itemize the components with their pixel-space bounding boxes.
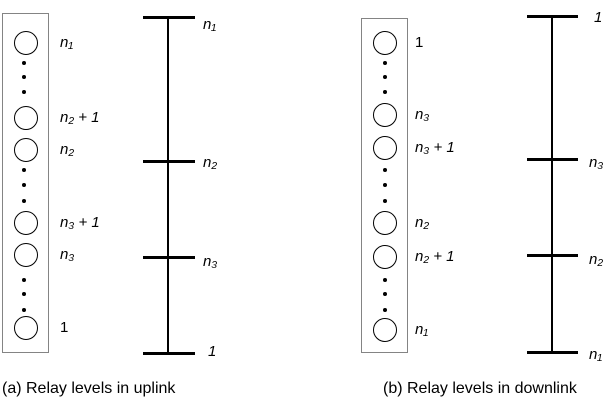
relay-node-label: n₂ + 1 [60, 109, 100, 126]
axis-tick [527, 254, 578, 257]
relay-node-circle [373, 31, 397, 55]
relay-node-circle [373, 103, 397, 127]
level-axis-line [551, 15, 553, 353]
relay-node-circle [373, 318, 397, 342]
relay-node-label: n₂ + 1 [415, 248, 455, 265]
axis-tick-label: n₃ [203, 253, 218, 270]
relay-node-label: n₃ + 1 [415, 139, 455, 156]
relay-node-label: n₂ [60, 141, 75, 158]
axis-tick-label: n₃ [589, 154, 604, 171]
axis-tick [143, 160, 195, 163]
relay-node-circle [14, 31, 38, 55]
panel-caption-uplink: (a) Relay levels in uplink [2, 380, 176, 397]
relay-node-circle [373, 211, 397, 235]
axis-tick [527, 15, 578, 18]
relay-node-label: n₂ [415, 214, 430, 231]
axis-tick [527, 158, 578, 161]
relay-node-circle [14, 106, 38, 130]
axis-tick-label: n₁ [589, 346, 603, 363]
relay-node-label: 1 [60, 319, 69, 336]
relay-node-label: n₁ [60, 34, 74, 51]
level-axis-line [167, 17, 169, 355]
relay-node-circle [14, 138, 38, 162]
relay-node-circle [14, 243, 38, 267]
relay-node-circle [373, 136, 397, 160]
axis-tick-label: n₂ [203, 154, 218, 171]
relay-node-circle [373, 245, 397, 269]
axis-tick-label: 1 [594, 9, 603, 26]
axis-tick [143, 16, 195, 19]
relay-node-label: n₃ [415, 106, 430, 123]
axis-tick-label: n₁ [203, 16, 217, 33]
relay-node-circle [14, 316, 38, 340]
panel-caption-downlink: (b) Relay levels in downlink [383, 380, 577, 397]
axis-tick [527, 351, 578, 354]
relay-node-label: n₃ [60, 246, 75, 263]
relay-node-label: 1 [415, 34, 424, 51]
axis-tick [143, 256, 195, 259]
relay-node-label: n₁ [415, 321, 429, 338]
relay-node-label: n₃ + 1 [60, 214, 100, 231]
relay-node-circle [14, 211, 38, 235]
axis-tick [143, 352, 195, 355]
axis-tick-label: n₂ [589, 251, 604, 268]
axis-tick-label: 1 [208, 343, 217, 360]
